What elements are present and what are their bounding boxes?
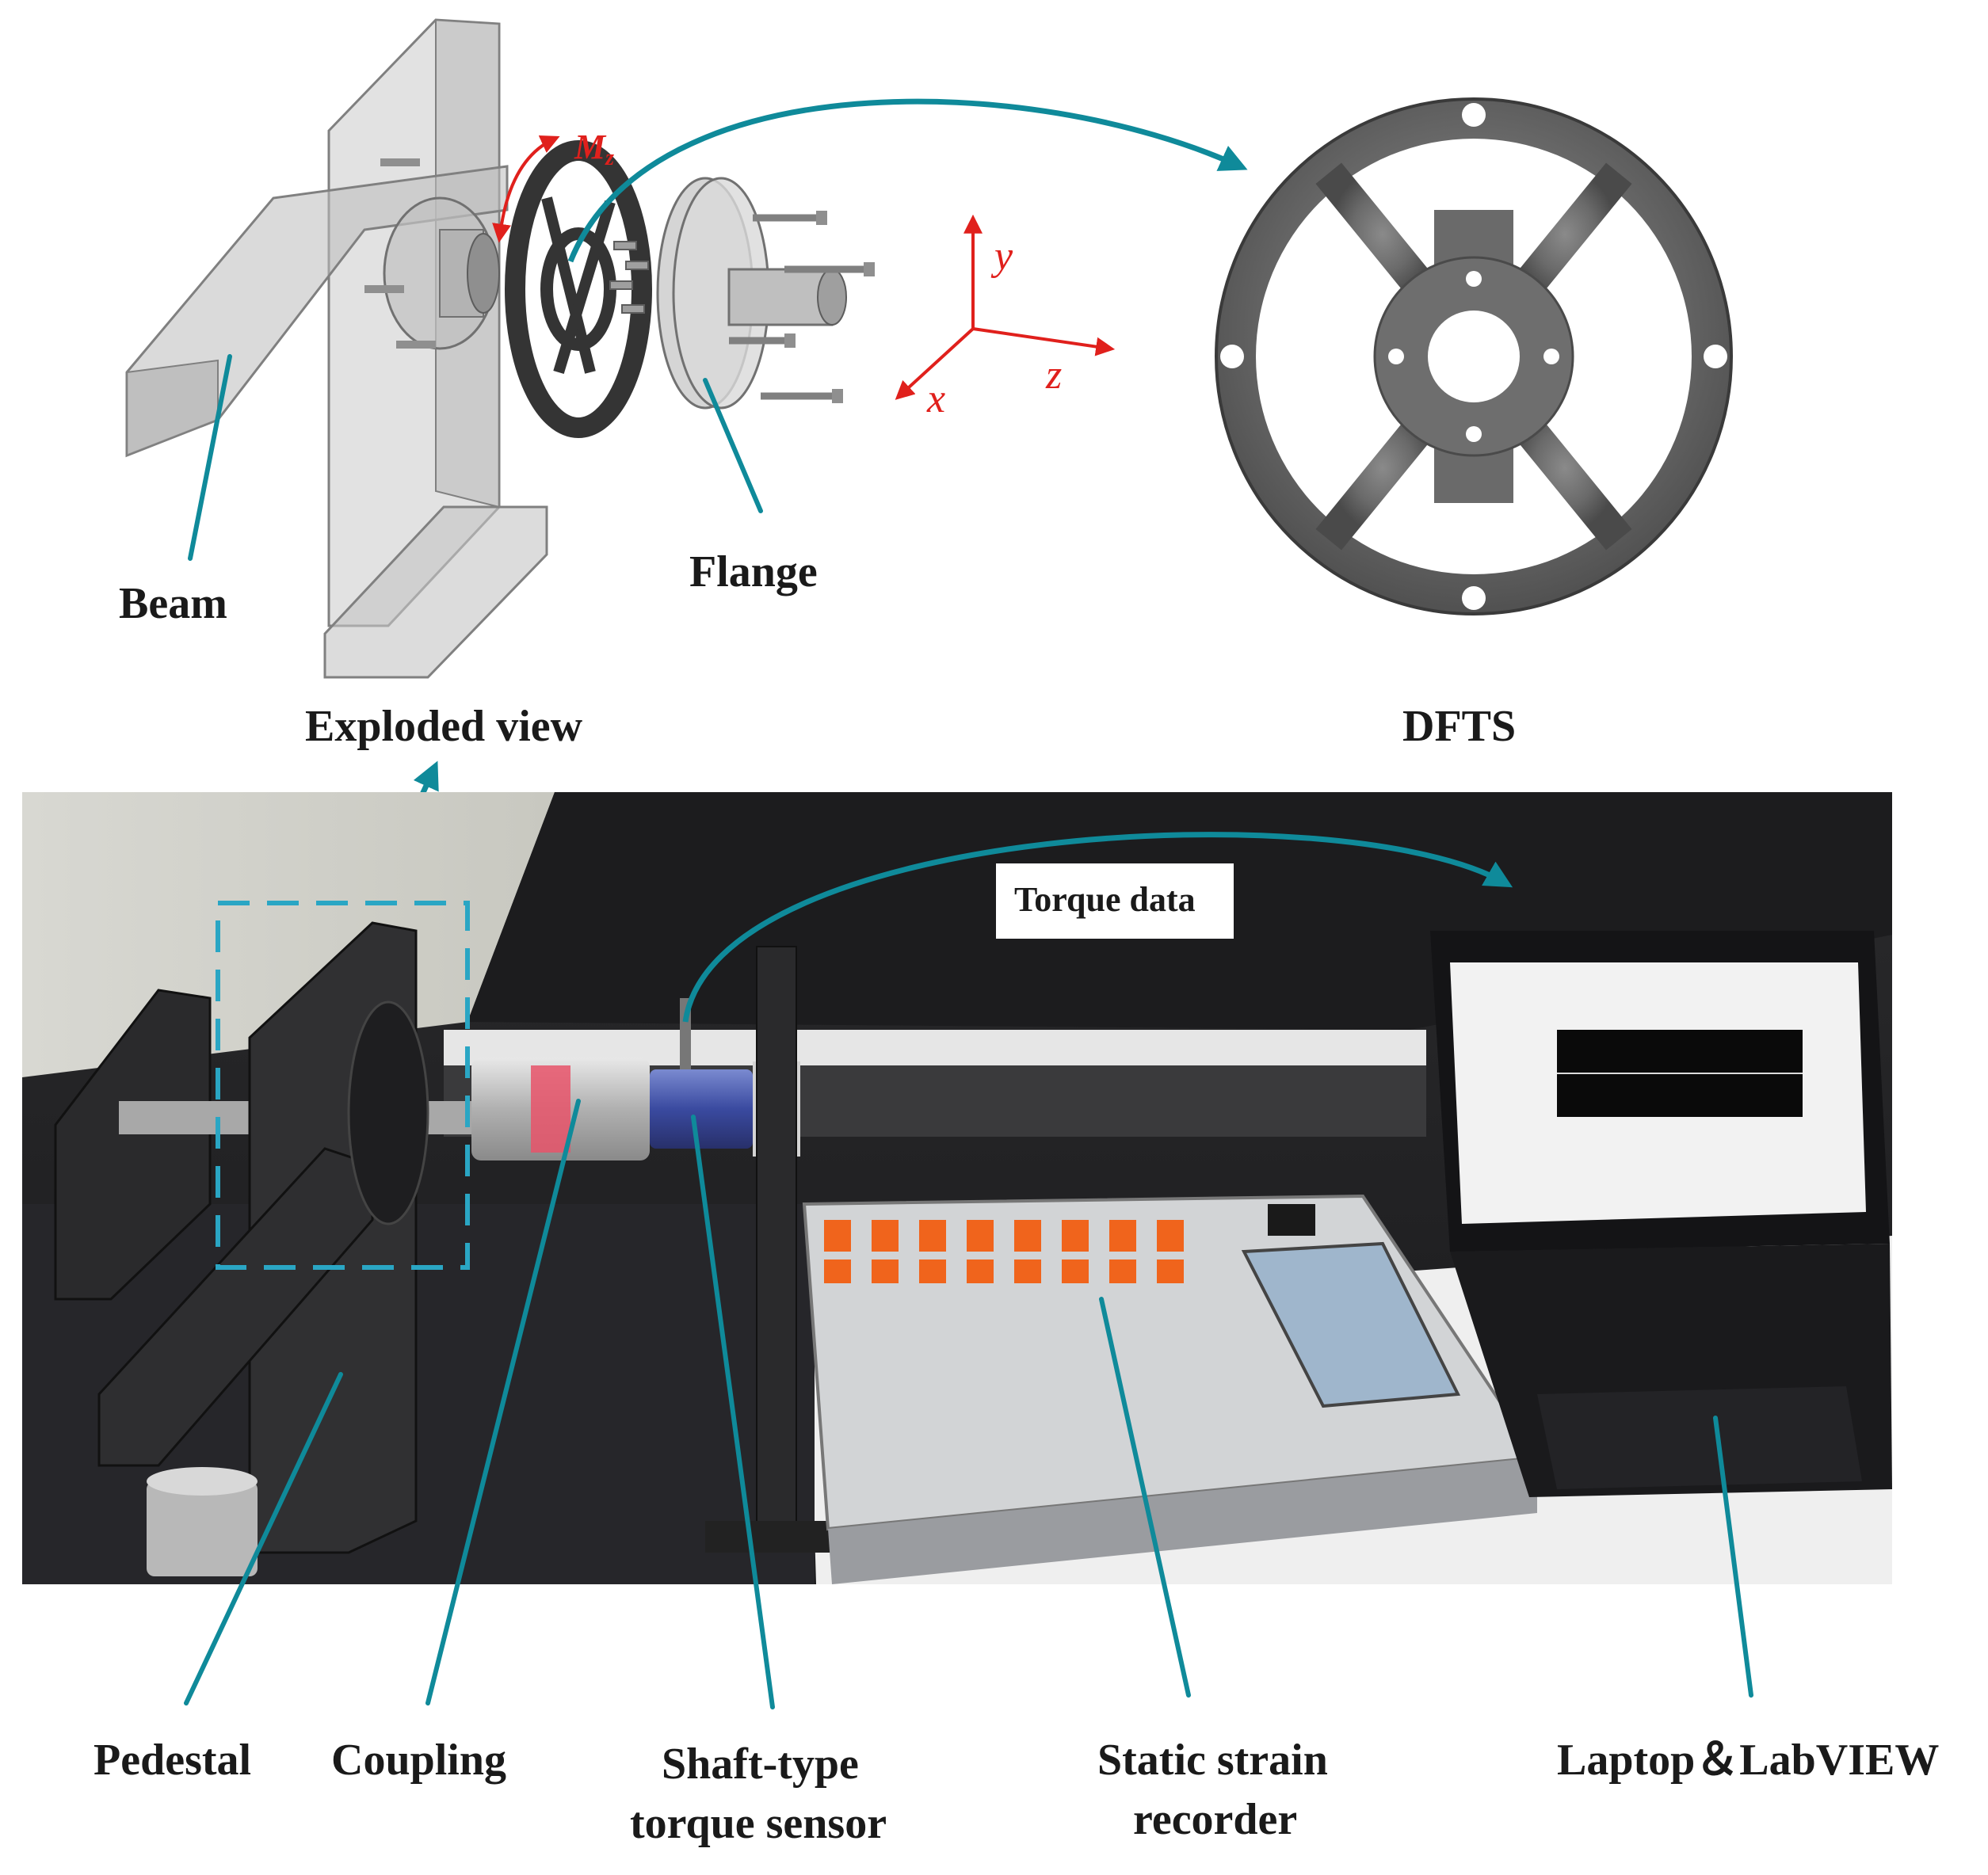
strain-recorder-label-line2: recorder [1133,1795,1297,1844]
coordinate-axes [895,214,1116,400]
strain-recorder-leader [1099,1297,1191,1698]
pedestal-leader [184,1372,343,1705]
dfts-flow-arrow [567,98,1248,263]
torque-data-box [996,863,1234,939]
axis-y-label: y [990,234,1013,279]
coupling-label: Coupling [331,1736,506,1785]
moment-subscript: z [605,146,614,170]
moment-label: Mz [574,128,614,170]
shaft-sensor-label-line2: torque sensor [630,1799,887,1848]
shaft-sensor-leader [691,1115,775,1709]
setup-photo [22,792,1892,1584]
dfts-plate [1215,97,1733,615]
beam-leader [188,354,232,561]
highlight-dashed-box [216,901,470,1270]
flange-label: Flange [689,547,818,596]
exploded-view-drawing [125,18,875,679]
strain-recorder-label-line1: Static strain [1097,1736,1328,1785]
coupling-leader [425,1099,581,1705]
torque-data-arrow [682,832,1513,1023]
moment-arrow [492,135,560,243]
exploded-view-caption: Exploded view [305,702,583,751]
flange-leader [703,378,763,513]
laptop-label: Laptop＆LabVIEW [1557,1736,1939,1785]
torque-data-label: Torque data [1014,880,1196,919]
pedestal-label: Pedestal [93,1736,251,1785]
laptop-leader [1713,1416,1753,1698]
axis-x-label: x [926,376,945,421]
axis-z-label: z [1045,353,1062,398]
shaft-sensor-label-line1: Shaft-type [662,1740,859,1789]
beam-label: Beam [119,579,227,628]
dfts-caption: DFTS [1402,702,1516,751]
